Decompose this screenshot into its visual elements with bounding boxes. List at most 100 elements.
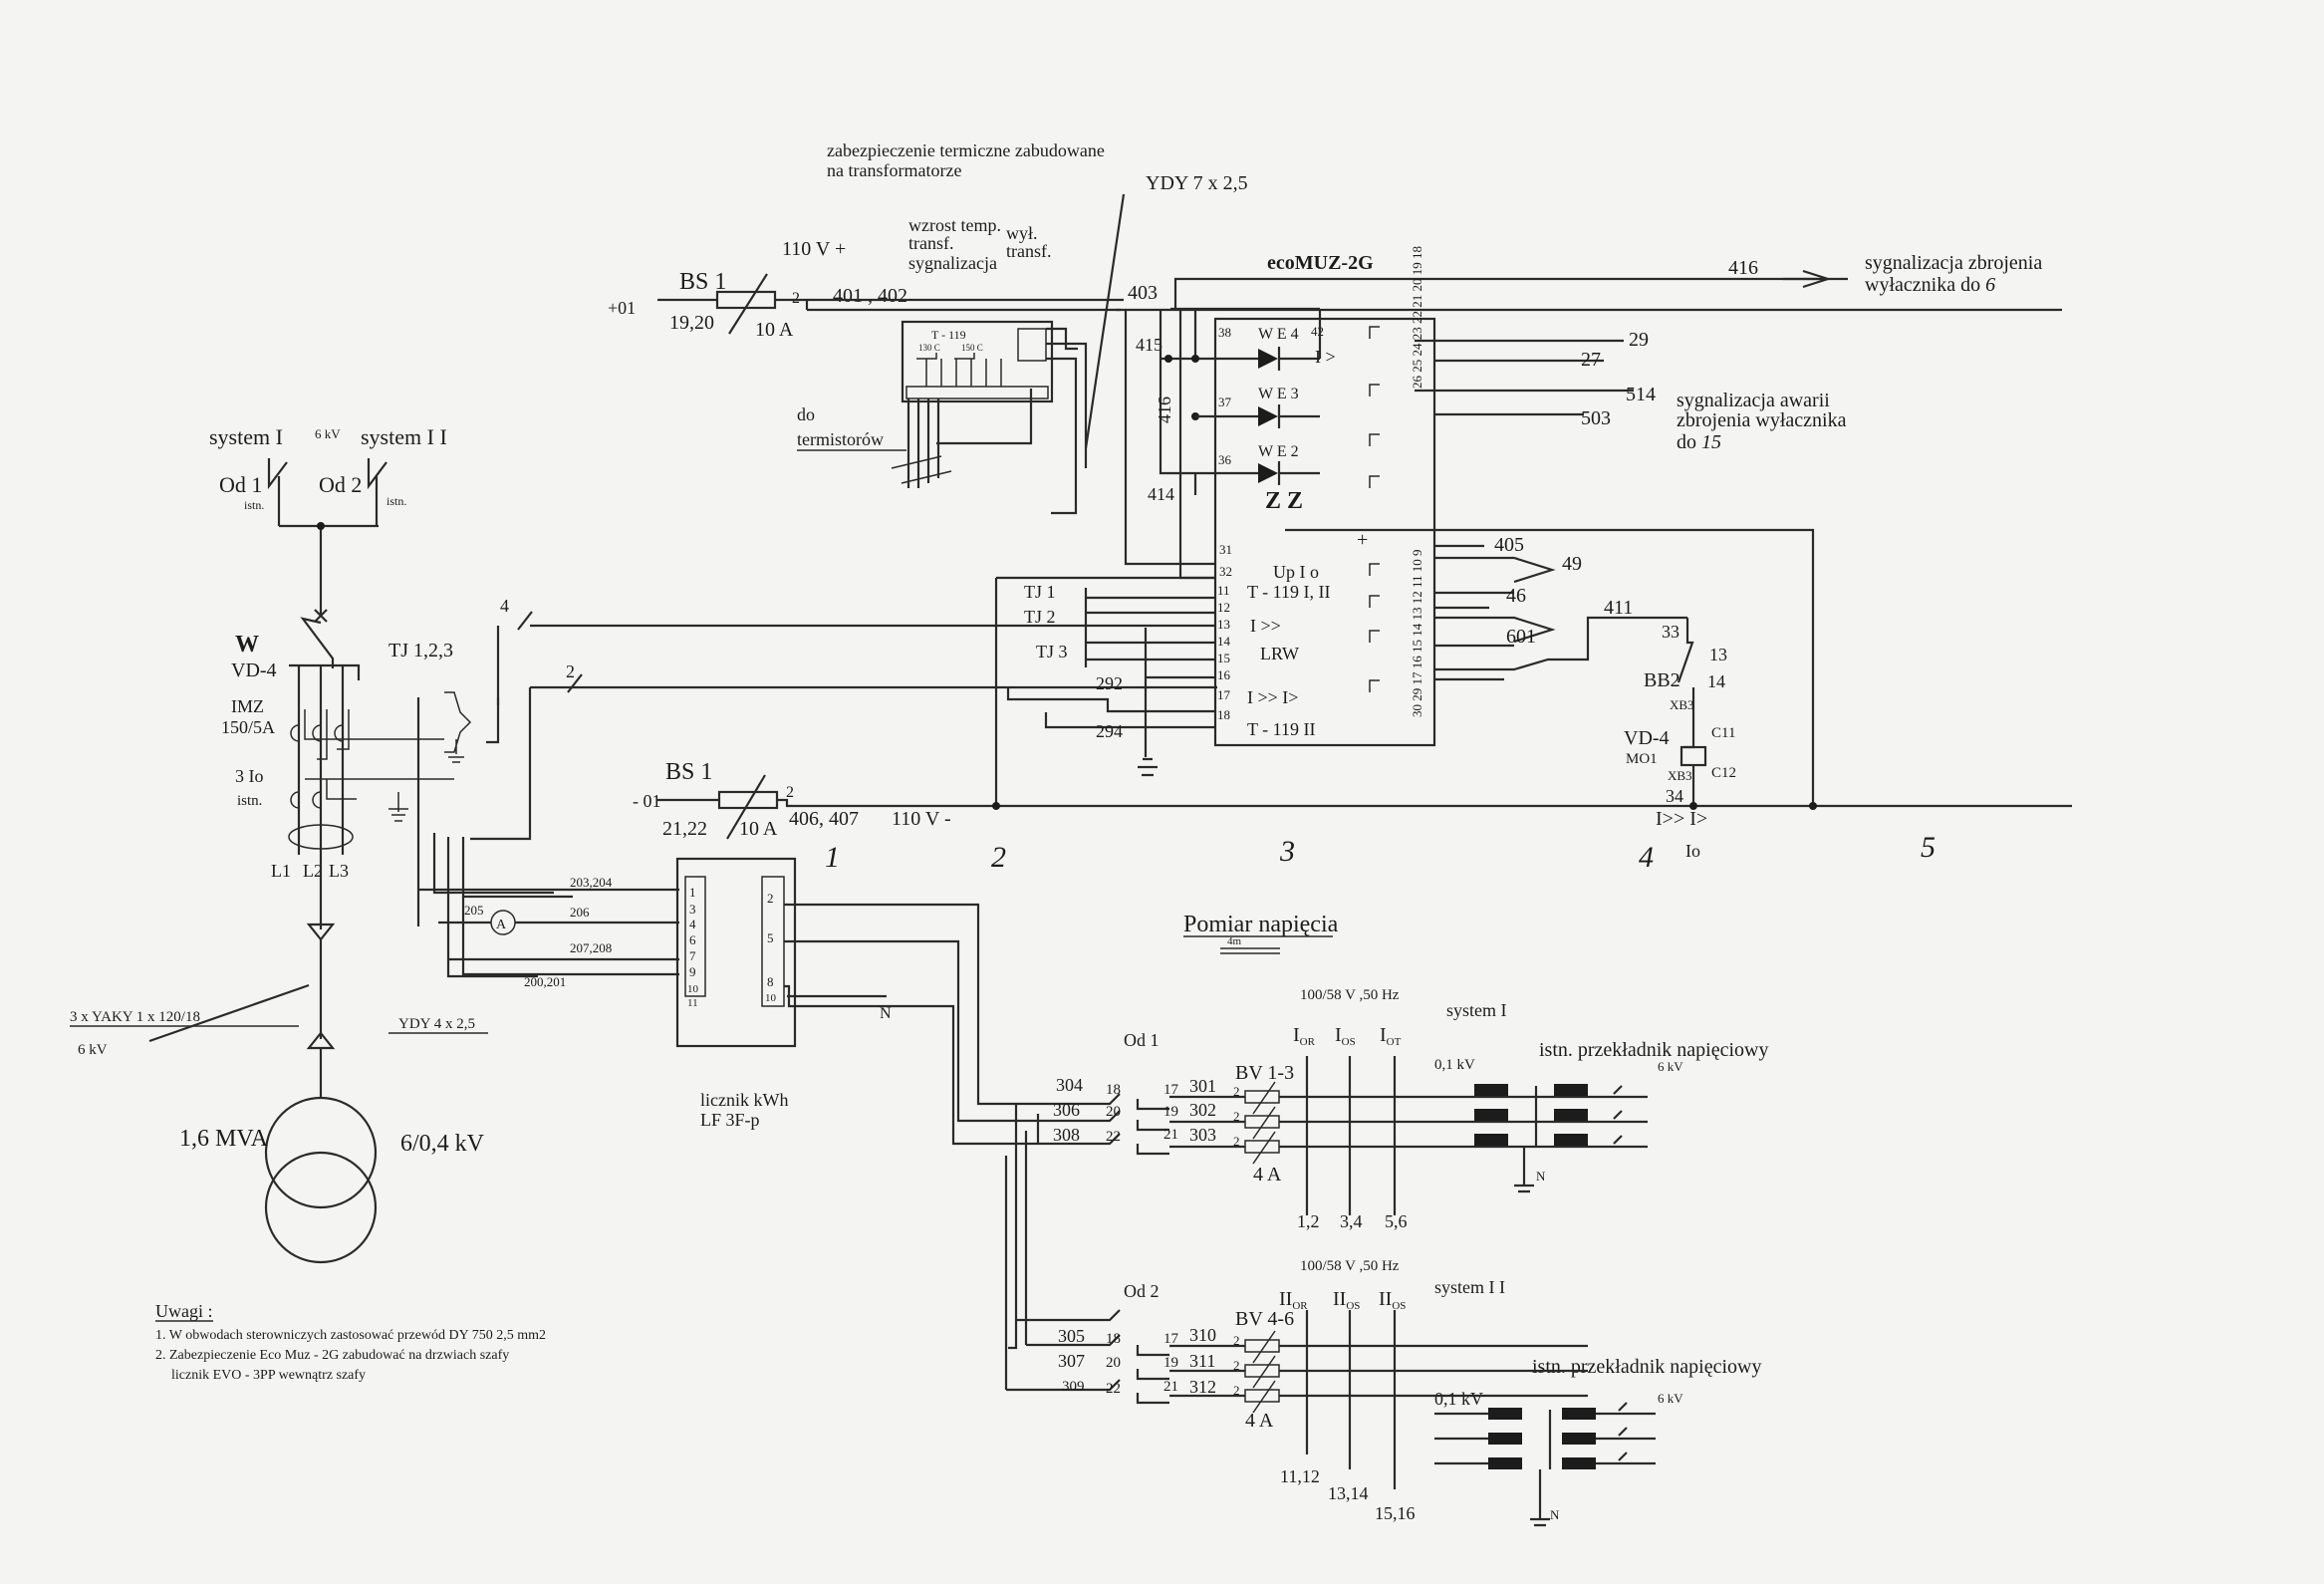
meter-n: N <box>880 1005 892 1022</box>
lt-16: 16 <box>1217 667 1231 682</box>
ct-294: 294 <box>1096 721 1123 741</box>
tc-c12: C12 <box>1711 765 1736 781</box>
meter-label-2: LF 3F-p <box>700 1110 760 1130</box>
vm-309: 309 <box>1062 1379 1085 1395</box>
tj3: TJ 3 <box>1036 642 1068 661</box>
meter-206: 206 <box>570 905 590 920</box>
notes-title: Uwagi : <box>155 1301 213 1321</box>
relay-body <box>1213 317 1436 747</box>
sg-cable: 3 x YAKY 1 x 120/18 <box>70 1009 200 1025</box>
model-t119-i-ii: T - 119 I, II <box>1247 582 1330 602</box>
voltage-minus: 110 V - <box>892 808 951 830</box>
vm-od2: Od 2 <box>1124 1281 1160 1301</box>
vm-307: 307 <box>1058 1351 1085 1371</box>
vm-18b: 18 <box>1106 1331 1121 1347</box>
section-5: 5 <box>1921 831 1936 864</box>
vm-21a: 21 <box>1163 1127 1178 1143</box>
cores-2: 2 <box>566 661 575 681</box>
vm-t1314: 13,14 <box>1328 1483 1369 1503</box>
svg-text:2: 2 <box>1233 1134 1240 1149</box>
sg-3io: 3 Io <box>235 766 264 786</box>
tc-c11: C11 <box>1711 725 1735 741</box>
thermal-note-2: na transformatorze <box>827 160 961 180</box>
meter-203: 203,204 <box>570 875 613 890</box>
sg-6kv: 6 kV <box>315 426 341 441</box>
term-32: 32 <box>1219 564 1232 579</box>
sg-io-note: istn. <box>237 793 262 809</box>
thermal-protection: zabezpieczenie termiczne zabudowane na t… <box>797 140 1248 515</box>
section-4: 4 <box>1639 841 1654 874</box>
lt-11: 11 <box>1217 583 1230 598</box>
fault-1: sygnalizacja awarii <box>1677 390 1830 411</box>
t119-thermal-relay <box>901 320 1054 403</box>
vm-vt1: istn. przekładnik napięciowy <box>1539 1039 1769 1061</box>
thermal-cable: YDY 7 x 2,5 <box>1146 172 1248 194</box>
vm-ios: IOS <box>1335 1024 1356 1048</box>
term-42: 42 <box>1311 324 1324 339</box>
vm-19b: 19 <box>1163 1355 1178 1371</box>
svg-text:1: 1 <box>689 885 696 900</box>
fault-3: do 15 <box>1677 431 1721 453</box>
tc-34: 34 <box>1666 786 1683 806</box>
vt-system2: N <box>1434 1402 1656 1527</box>
svg-text:+: + <box>1357 529 1368 551</box>
vm-system1: system I <box>1446 1000 1507 1020</box>
meter-205: 205 <box>464 903 484 918</box>
i-combo: I >> I> <box>1247 687 1298 707</box>
energy-meter: 203,204 205 206 207,208 200,201 A 1 3 4 … <box>418 857 1038 1146</box>
vm-bv2: BV 4-6 <box>1235 1308 1294 1330</box>
svg-text:3: 3 <box>689 902 696 917</box>
vm-t1516: 15,16 <box>1375 1503 1416 1523</box>
trip-coil-circuit: 33 13 BB2 14 XB3 VD-4 MO1 C11 C12 XB3 34… <box>1624 618 1736 861</box>
section-numbers: 1 2 3 4 5 <box>825 831 1936 874</box>
fuse-terminal-bottom: 2 <box>786 784 794 801</box>
meter-200: 200,201 <box>524 974 566 989</box>
thermistors-label-1: do <box>797 404 815 424</box>
diode-38: 38 <box>1218 325 1231 340</box>
right-terms-bottom: 30 29 17 16 15 14 13 12 11 10 9 <box>1410 549 1424 717</box>
section-1: 1 <box>825 841 840 874</box>
diode-37: 37 <box>1218 395 1232 409</box>
svg-text:8: 8 <box>767 974 774 989</box>
signal-zbrojenia-1: sygnalizacja zbrojenia <box>1865 252 2042 274</box>
rise-label-1: wzrost temp. <box>908 215 1001 235</box>
out-514: 514 <box>1626 384 1656 405</box>
vm-t34: 3,4 <box>1340 1211 1363 1231</box>
t119-label: T - 119 <box>931 328 966 342</box>
out-503: 503 <box>1581 407 1611 429</box>
sg-od2: Od 2 <box>319 472 362 497</box>
fuse-bs1-top: BS 1 <box>679 269 726 295</box>
sg-l3: L3 <box>329 861 349 881</box>
tc-xb3b: XB3 <box>1668 768 1692 783</box>
lt-14: 14 <box>1217 634 1231 649</box>
vm-t1112: 11,12 <box>1280 1466 1320 1486</box>
vm-t12: 1,2 <box>1297 1211 1320 1231</box>
tc-33: 33 <box>1662 622 1679 642</box>
thermal-note-1: zabezpieczenie termiczne zabudowane <box>827 140 1105 160</box>
lt-17: 17 <box>1217 687 1231 702</box>
vm-rating2: 100/58 V ,50 Hz <box>1300 1258 1400 1274</box>
svg-text:10: 10 <box>687 983 699 995</box>
vm-302: 302 <box>1189 1100 1216 1120</box>
out-405: 405 <box>1494 534 1524 556</box>
supply-minus: BS 1 - 01 21,22 10 A 2 406, 407 110 V - <box>633 759 2072 840</box>
zz-label: Z Z <box>1265 488 1303 514</box>
relay-title: ecoMUZ-2G <box>1267 252 1374 274</box>
tj1: TJ 1 <box>1024 582 1056 602</box>
notes-block: Uwagi : 1. W obwodach sterowniczych zast… <box>155 1301 546 1383</box>
tc-mo1: MO1 <box>1626 751 1658 767</box>
lt-13: 13 <box>1217 617 1230 632</box>
tc-xb3a: XB3 <box>1670 697 1694 712</box>
svg-text:7: 7 <box>689 948 696 963</box>
meter-body <box>675 857 797 1048</box>
wire-403: 403 <box>1128 282 1158 304</box>
svg-text:9: 9 <box>689 964 696 979</box>
vm-17b: 17 <box>1163 1331 1179 1347</box>
sg-imz: IMZ <box>231 696 264 716</box>
left-terms: 11 12 13 14 15 16 17 18 <box>1217 583 1231 722</box>
tj2: TJ 2 <box>1024 607 1056 627</box>
diode-36: 36 <box>1218 452 1232 467</box>
lt-18: 18 <box>1217 707 1230 722</box>
svg-text:4: 4 <box>689 917 696 931</box>
